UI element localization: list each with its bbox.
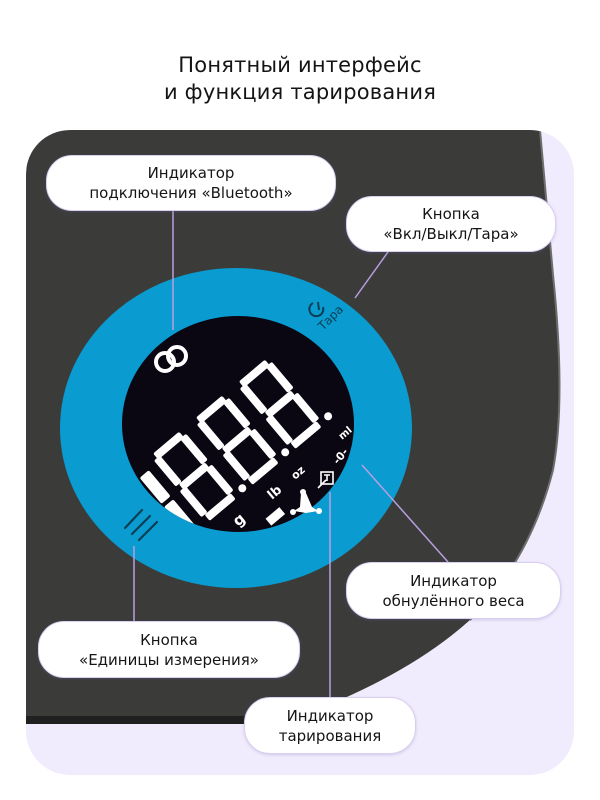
callout-bluetooth-line2: подключения «Bluetooth» bbox=[89, 184, 293, 202]
callout-zero-indicator: Индикатор обнулённого веса bbox=[346, 562, 561, 619]
callout-units-button: Кнопка «Единицы измерения» bbox=[38, 621, 300, 678]
units-slashes-icon bbox=[123, 508, 159, 542]
callout-power-button: Кнопка «Вкл/Выкл/Тара» bbox=[346, 196, 556, 252]
title-line-2: и функция тарирования bbox=[163, 80, 437, 104]
bluetooth-link-icon bbox=[154, 345, 188, 373]
tare-box-icon bbox=[317, 471, 334, 489]
lcd-display bbox=[122, 316, 354, 532]
leader-zero bbox=[361, 464, 449, 563]
leader-power bbox=[354, 251, 389, 299]
callout-zero-line1: Индикатор bbox=[410, 571, 497, 590]
callout-bluetooth-indicator: Индикатор подключения «Bluetooth» bbox=[46, 155, 336, 211]
callout-power-line1: Кнопка bbox=[422, 205, 480, 223]
callout-tare-line2: тарирования bbox=[278, 726, 382, 745]
title-line-1: Понятный интерфейс bbox=[178, 53, 422, 77]
page-title: Понятный интерфейс и функция тарирования bbox=[0, 52, 600, 106]
tare-flask-icon bbox=[290, 489, 322, 515]
callout-zero-line2: обнулённого веса bbox=[382, 591, 525, 610]
callout-power-line2: «Вкл/Выкл/Тара» bbox=[383, 225, 519, 243]
lcd-segments bbox=[140, 360, 333, 532]
callout-tare-indicator: Индикатор тарирования bbox=[244, 697, 416, 754]
minus-segment bbox=[265, 507, 286, 526]
scale-edge-bottom bbox=[26, 716, 271, 724]
callout-units-line1: Кнопка bbox=[140, 630, 198, 649]
callout-bluetooth-line1: Индикатор bbox=[147, 164, 235, 182]
callout-units-line2: «Единицы измерения» bbox=[79, 650, 259, 669]
power-icon bbox=[308, 301, 325, 318]
leader-lines bbox=[133, 211, 449, 697]
callout-tare-line1: Индикатор bbox=[286, 706, 374, 725]
